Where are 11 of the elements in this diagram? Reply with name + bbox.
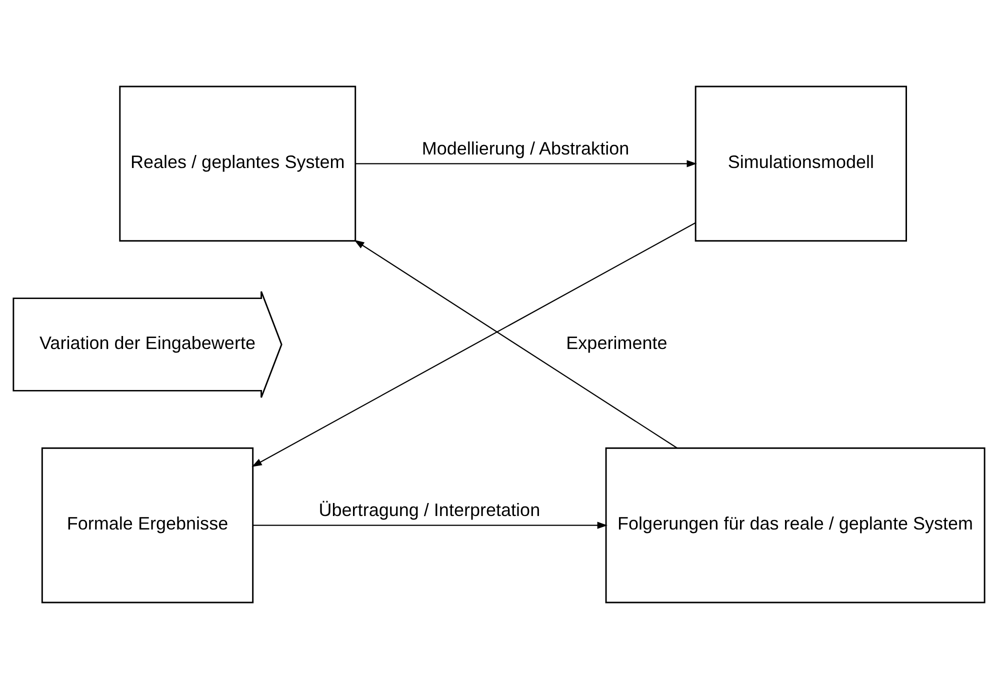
- node-box: Folgerungen für das reale / geplante System: [605, 446, 986, 603]
- arrow: [354, 239, 678, 448]
- edge-label: Experimente: [566, 332, 668, 352]
- edge-label: Modellierung / Abstraktion: [422, 138, 630, 158]
- node-box: Formale Ergebnisse: [41, 446, 254, 603]
- arrow: [252, 222, 696, 466]
- edge-label: Übertragung / Interpretation: [318, 500, 540, 520]
- arrow: [253, 521, 608, 528]
- arrow: [355, 160, 697, 167]
- node-box: Simulationsmodell: [694, 85, 907, 242]
- node-box: Reales / geplantes System: [119, 85, 356, 242]
